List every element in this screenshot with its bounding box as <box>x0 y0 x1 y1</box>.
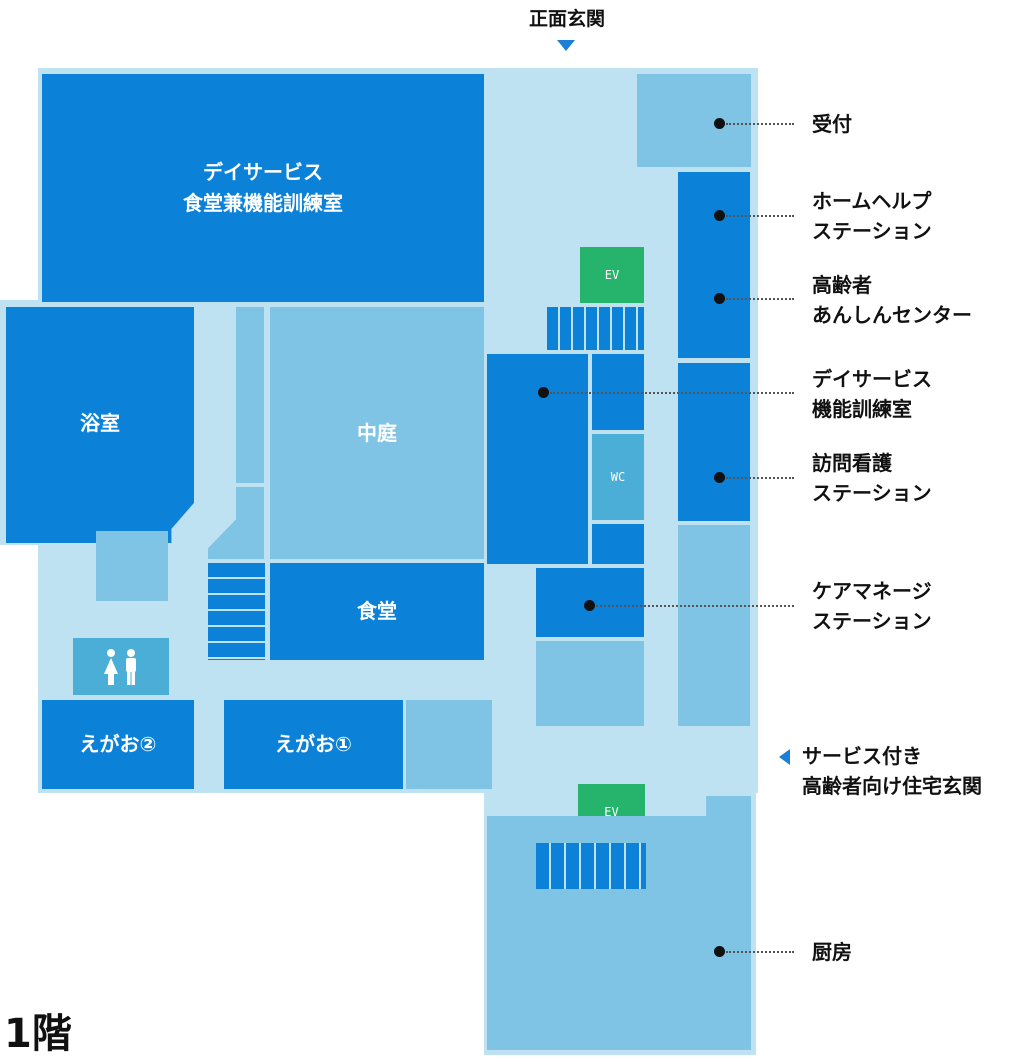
callout-elderly-support-line1: 高齢者 <box>812 273 872 297</box>
room-bath[interactable] <box>6 307 194 543</box>
restroom[interactable] <box>73 638 169 695</box>
room-storage-egao <box>406 700 492 789</box>
marker-day-service-training <box>538 387 549 398</box>
room-home-nursing[interactable] <box>678 363 750 521</box>
room-storage-care <box>536 641 644 726</box>
room-egao-2-label: えがお② <box>79 732 157 756</box>
triangle-down-icon <box>557 40 575 51</box>
elevator-lower-label: EV <box>604 805 619 819</box>
callout-housing-entrance-line2: 高齢者向け住宅玄関 <box>802 774 982 798</box>
marker-home-nursing <box>714 472 725 483</box>
callout-housing-entrance: サービス付き 高齢者向け住宅玄関 <box>802 741 982 801</box>
leader-day-service-training <box>550 392 794 394</box>
room-day-service-dining[interactable]: デイサービス 食堂兼機能訓練室 <box>42 74 484 302</box>
triangle-left-icon <box>779 749 790 765</box>
callout-home-nursing-line2: ステーション <box>812 481 932 505</box>
stairs-lower <box>536 843 646 889</box>
leader-home-nursing <box>726 477 794 479</box>
room-kitchen[interactable] <box>487 796 751 1050</box>
callout-home-help: ホームヘルプ ステーション <box>812 186 932 246</box>
marker-reception <box>714 118 725 129</box>
room-bath-label: 浴室 <box>80 410 120 435</box>
marker-care-manager <box>584 600 595 611</box>
elevator-upper[interactable]: EV <box>580 247 644 303</box>
callout-elderly-support-line2: あんしんセンター <box>812 303 972 327</box>
restroom-icon <box>104 648 136 685</box>
room-courtyard[interactable]: 中庭 <box>270 307 484 559</box>
callout-kitchen: 厨房 <box>812 940 852 964</box>
elevator-upper-label: EV <box>604 268 620 282</box>
leader-elderly-support <box>726 298 794 300</box>
marker-kitchen <box>714 946 725 957</box>
leader-reception <box>726 123 794 125</box>
room-home-help[interactable] <box>678 172 750 358</box>
room-storage-small <box>96 531 168 601</box>
callout-home-help-line1: ホームヘルプ <box>812 189 932 213</box>
room-utility-2 <box>592 524 644 564</box>
callout-care-manager-line1: ケアマネージ <box>812 579 932 603</box>
callout-home-nursing: 訪問看護 ステーション <box>812 448 932 508</box>
callout-home-help-line2: ステーション <box>812 219 932 243</box>
callout-day-service-training-line2: 機能訓練室 <box>812 397 912 421</box>
room-dining-label: 食堂 <box>357 599 397 623</box>
room-wc[interactable]: WC <box>592 434 644 520</box>
room-wc-label: WC <box>610 470 626 484</box>
leader-home-help <box>726 215 794 217</box>
entrance-label: 正面玄関 <box>528 8 605 30</box>
callout-day-service-training-line1: デイサービス <box>812 367 932 391</box>
callout-reception: 受付 <box>812 112 852 136</box>
callout-housing-entrance-line1: サービス付き <box>802 744 922 768</box>
callout-day-service-training: デイサービス 機能訓練室 <box>812 364 932 424</box>
leader-kitchen <box>726 951 794 953</box>
room-label-line2: 食堂兼機能訓練室 <box>183 191 343 215</box>
room-egao-2[interactable]: えがお② <box>42 700 194 789</box>
marker-elderly-support <box>714 293 725 304</box>
callout-home-nursing-line1: 訪問看護 <box>812 451 892 475</box>
room-reception[interactable] <box>637 74 751 167</box>
stairs-upper <box>547 307 644 350</box>
room-dining[interactable]: 食堂 <box>270 563 484 660</box>
stairs-left <box>208 563 265 660</box>
room-day-service-training[interactable] <box>487 354 588 564</box>
corridor-strip-1 <box>236 307 264 483</box>
room-egao-1-label: えがお① <box>275 732 352 756</box>
floor-label: 1階 <box>4 1011 72 1057</box>
room-egao-1[interactable]: えがお① <box>224 700 403 789</box>
leader-care-manager <box>596 605 794 607</box>
room-storage-right <box>678 525 750 726</box>
callout-care-manager-line2: ステーション <box>812 609 932 633</box>
callout-care-manager: ケアマネージ ステーション <box>812 576 932 636</box>
room-label-line1: デイサービス <box>203 160 323 184</box>
marker-home-help <box>714 210 725 221</box>
callout-elderly-support: 高齢者 あんしんセンター <box>812 270 972 330</box>
room-courtyard-label: 中庭 <box>357 420 397 445</box>
